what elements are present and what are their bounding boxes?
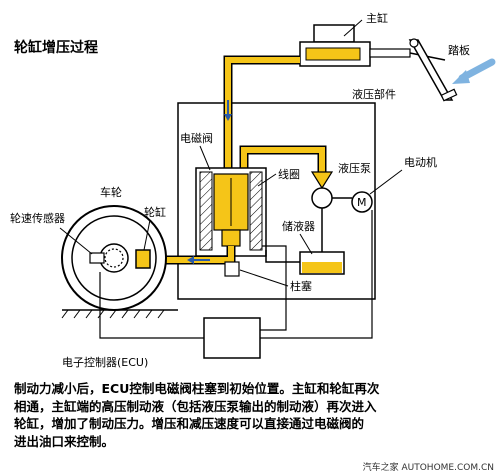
pedal-force-arrow-icon	[452, 58, 496, 84]
hydraulic-pump-label: 液压泵	[338, 161, 371, 175]
caption-line: 轮缸，增加了制动压力。增压和减压速度可以直接通过电磁阀的	[14, 416, 365, 431]
master-cylinder-label: 主缸	[366, 11, 388, 25]
caption: 制动力减小后，ECU控制电磁阀柱塞到初始位置。主缸和轮缸再次 相通，主缸端的高压…	[14, 380, 490, 450]
ecu-box	[203, 317, 261, 359]
wheel-label: 车轮	[100, 185, 122, 199]
hydraulic-pump	[310, 171, 334, 256]
ecu-motor-wire	[260, 318, 373, 339]
wheel-assembly	[61, 205, 167, 311]
footer-site-name: 汽车之家	[362, 463, 399, 473]
master-cylinder	[299, 24, 411, 67]
wheel-cylinder	[135, 249, 151, 269]
fluid-line-pump-to-valve	[241, 147, 325, 172]
ecu-label: 电子控制器(ECU)	[62, 355, 148, 369]
fluid-line-valve-to-wheel	[148, 246, 234, 263]
flow-arrow-down-icon	[224, 100, 232, 121]
reservoir-label: 储液器	[282, 219, 315, 233]
caption-line: 相通，主缸端的高压制动液（包括液压泵输出的制动液）再次进入	[14, 398, 377, 414]
pedal-label: 踏板	[448, 43, 470, 57]
motor-symbol: M	[357, 196, 367, 209]
motor-icon	[351, 191, 373, 213]
diagram-title: 轮缸增压过程	[14, 39, 98, 56]
footer-watermark: 汽车之家 AUTOHOME.COM.CN	[363, 460, 494, 473]
solenoid-valve	[195, 167, 267, 257]
coil-label: 线圈	[278, 167, 300, 181]
solenoid-valve-label: 电磁阀	[180, 131, 213, 145]
ground	[61, 309, 178, 319]
wheel-speed-sensor-label: 轮速传感器	[10, 211, 65, 225]
flow-arrow-left-icon	[187, 256, 210, 264]
brake-pedal	[408, 38, 458, 102]
caption-line: 制动力减小后，ECU控制电磁阀柱塞到初始位置。主缸和轮缸再次	[14, 381, 380, 396]
caption-line: 进出油口来控制。	[14, 433, 115, 449]
hydraulic-unit-housing	[177, 102, 376, 300]
ecu-valve-wire	[260, 245, 287, 331]
footer-site-url: AUTOHOME.COM.CN	[401, 463, 494, 473]
sensor-wire	[99, 272, 204, 339]
plunger	[224, 261, 240, 277]
reservoir	[299, 251, 345, 275]
wheel-cylinder-label: 轮缸	[144, 205, 166, 219]
plunger-label: 柱塞	[290, 279, 312, 293]
fluid-line-master-to-valve	[225, 57, 300, 168]
motor-label: 电动机	[404, 155, 437, 169]
hydraulic-unit-label: 液压部件	[352, 87, 396, 101]
